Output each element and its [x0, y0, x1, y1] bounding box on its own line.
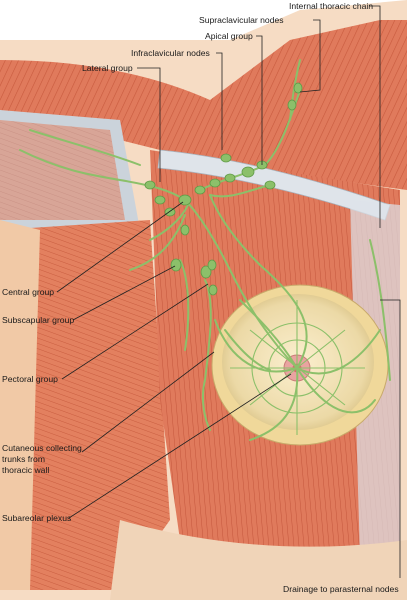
- leader-lines: [56, 5, 401, 578]
- label-apical-group: Apical group: [205, 31, 253, 41]
- lymphatic-vessels: [19, 59, 391, 441]
- label-infraclavicular-nodes: Infraclavicular nodes: [131, 48, 210, 58]
- label-cutaneous-collecting-line2: trunks from: [2, 454, 45, 464]
- label-internal-thoracic-chain: Internal thoracic chain: [289, 1, 373, 11]
- shoulder-muscles: [0, 20, 407, 190]
- label-drainage-parasternal: Drainage to parasternal nodes: [283, 584, 399, 594]
- upper-arm-muscle: [0, 120, 125, 220]
- label-cutaneous-collecting-line1: Cutaneous collecting: [2, 443, 82, 453]
- label-supraclavicular-nodes: Supraclavicular nodes: [199, 15, 284, 25]
- label-cutaneous-collecting-line3: thoracic wall: [2, 465, 49, 475]
- lateral-skin-fold: [0, 220, 40, 590]
- subareolar-network: [230, 300, 365, 435]
- abdominal-skin: [110, 520, 407, 600]
- label-central-group: Central group: [2, 287, 54, 297]
- serratus-anterior: [0, 220, 170, 590]
- label-lateral-group: Lateral group: [82, 63, 133, 73]
- label-subareolar-plexus: Subareolar plexus: [2, 513, 71, 523]
- label-subscapular-group: Subscapular group: [2, 315, 74, 325]
- label-pectoral-group: Pectoral group: [2, 374, 58, 384]
- lymph-nodes: [144, 82, 303, 296]
